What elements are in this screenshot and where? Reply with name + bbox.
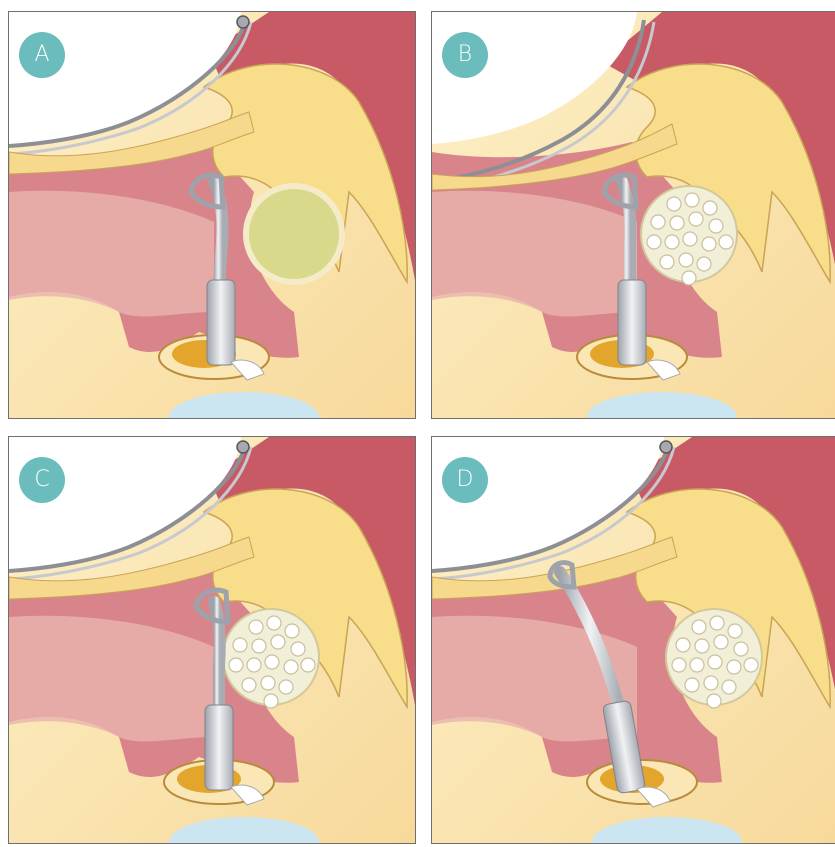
panel-c: C bbox=[8, 436, 416, 844]
illustration-b bbox=[432, 12, 835, 419]
prosthesis-piston bbox=[207, 280, 235, 365]
prosthesis-piston bbox=[618, 280, 646, 365]
illustration-d bbox=[432, 437, 835, 844]
panel-b: B bbox=[431, 11, 835, 419]
panel-label-a: A bbox=[19, 32, 65, 78]
illustration-c bbox=[9, 437, 416, 844]
illustration-a bbox=[9, 12, 416, 419]
panel-d: D bbox=[431, 436, 835, 844]
panel-a: A bbox=[8, 11, 416, 419]
graft-disc bbox=[246, 186, 342, 282]
panel-label-b: B bbox=[442, 32, 488, 78]
prosthesis-piston bbox=[205, 705, 233, 790]
panel-label-c: C bbox=[19, 457, 65, 503]
panel-label-d: D bbox=[442, 457, 488, 503]
